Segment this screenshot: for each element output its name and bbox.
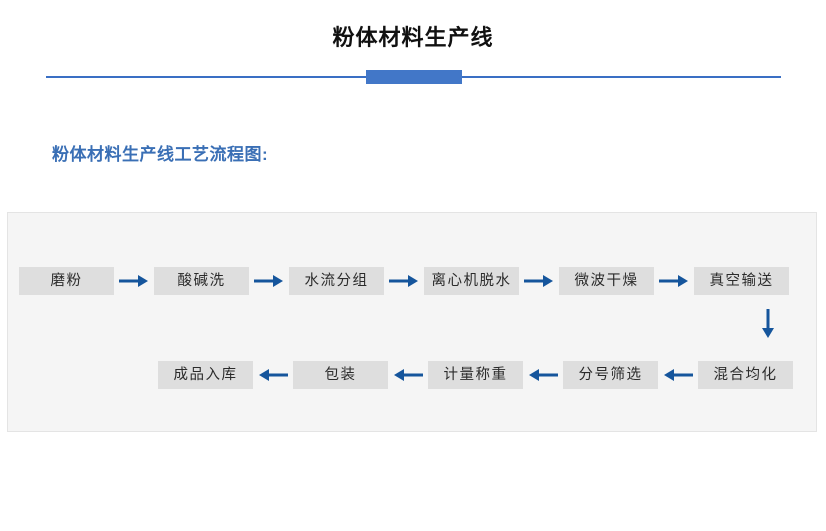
title-divider <box>45 70 781 84</box>
arrow-left-icon <box>658 368 698 382</box>
flow-row-2: 成品入库 包装 计量称重 分号筛选 混合均化 <box>158 361 793 389</box>
arrow-left-icon <box>523 368 563 382</box>
arrow-right-icon <box>654 274 694 288</box>
flow-step-box: 混合均化 <box>698 361 793 389</box>
flow-step-box: 包装 <box>293 361 388 389</box>
flowchart-panel: 磨粉 酸碱洗 水流分组 离心机脱水 微波干燥 真空输送 成品入库 包装 <box>7 212 817 432</box>
flow-step-box: 计量称重 <box>428 361 523 389</box>
arrow-left-icon <box>253 368 293 382</box>
divider-accent-block <box>365 70 462 84</box>
flow-step-box: 微波干燥 <box>559 267 654 295</box>
arrow-right-icon <box>384 274 424 288</box>
page-header: 粉体材料生产线 <box>0 0 826 84</box>
section-subtitle: 粉体材料生产线工艺流程图: <box>52 145 269 164</box>
flow-row-1: 磨粉 酸碱洗 水流分组 离心机脱水 微波干燥 真空输送 <box>19 267 789 295</box>
arrow-right-icon <box>519 274 559 288</box>
flow-step-box: 成品入库 <box>158 361 253 389</box>
flow-step-box: 真空输送 <box>694 267 789 295</box>
flow-step-box: 酸碱洗 <box>154 267 249 295</box>
arrow-left-icon <box>388 368 428 382</box>
flow-step-box: 离心机脱水 <box>424 267 519 295</box>
flow-step-box: 磨粉 <box>19 267 114 295</box>
flow-step-box: 水流分组 <box>289 267 384 295</box>
arrow-down-icon <box>720 309 815 344</box>
arrow-right-icon <box>249 274 289 288</box>
flow-step-box: 分号筛选 <box>563 361 658 389</box>
arrow-right-icon <box>114 274 154 288</box>
page-title: 粉体材料生产线 <box>332 25 494 50</box>
